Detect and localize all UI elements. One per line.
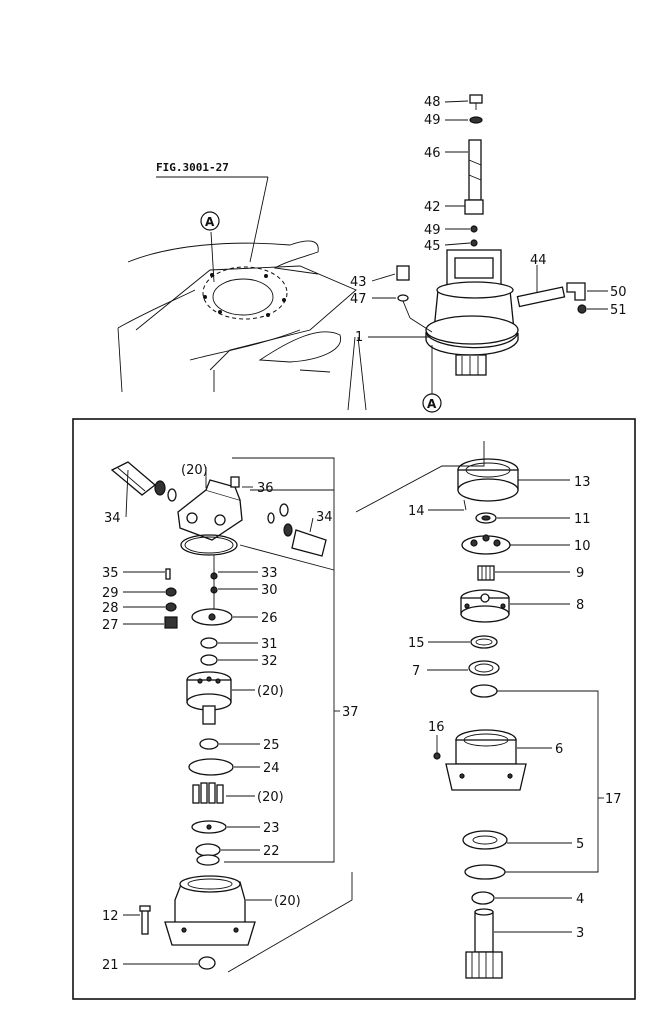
exploded-view-frame [72,418,636,1000]
label-15: 15 [408,636,425,651]
label-20-cover: (20) [181,463,208,478]
label-48: 48 [424,95,441,110]
label-11: 11 [574,512,591,527]
label-22: 22 [263,844,280,859]
label-30: 30 [261,583,278,598]
label-42: 42 [424,200,441,215]
label-20-housing: (20) [274,894,301,909]
marker-a-bottom: A [427,397,437,411]
label-44: 44 [530,253,547,268]
label-5: 5 [576,837,584,852]
label-51: 51 [610,303,627,318]
label-47: 47 [350,292,367,307]
label-21: 21 [102,958,119,973]
label-23: 23 [263,821,280,836]
label-10: 10 [574,539,591,554]
label-31: 31 [261,637,278,652]
label-20-cylinder: (20) [257,684,284,699]
label-36: 36 [257,481,274,496]
label-29: 29 [102,586,119,601]
right-column-parts [433,458,527,979]
marker-a-top: A [205,215,215,229]
label-34-right: 34 [316,510,333,525]
figure-reference: FIG.3001-27 [156,161,229,174]
label-9: 9 [576,566,584,581]
left-leaders [123,457,353,973]
label-13: 13 [574,475,591,490]
label-26: 26 [261,611,278,626]
label-27: 27 [102,618,119,633]
left-column-parts [110,461,327,970]
label-14: 14 [408,504,425,519]
label-8: 8 [576,598,584,613]
label-17: 17 [605,792,622,807]
label-50: 50 [610,285,627,300]
label-6: 6 [555,742,563,757]
right-leaders [355,441,604,933]
label-20-pistons: (20) [257,790,284,805]
label-43: 43 [350,275,367,290]
label-33: 33 [261,566,278,581]
label-16: 16 [428,720,445,735]
label-46: 46 [424,146,441,161]
label-45: 45 [424,239,441,254]
swing-motor-assembly: A [396,94,587,413]
machine-frame-drawing: FIG.3001-27 A [117,161,357,393]
label-35: 35 [102,566,119,581]
label-49-upper: 49 [424,113,441,128]
label-12: 12 [102,909,119,924]
label-49-lower: 49 [424,223,441,238]
label-25: 25 [263,738,280,753]
label-37: 37 [342,705,359,720]
part-number-labels: 48 49 46 42 49 45 43 47 44 50 51 1 34 (2… [102,95,627,973]
top-leaders [347,100,608,411]
label-24: 24 [263,761,280,776]
label-28: 28 [102,601,119,616]
label-32: 32 [261,654,278,669]
label-7: 7 [412,664,420,679]
label-3: 3 [576,926,584,941]
label-34-left: 34 [104,511,121,526]
label-1: 1 [355,330,363,345]
label-4: 4 [576,892,584,907]
